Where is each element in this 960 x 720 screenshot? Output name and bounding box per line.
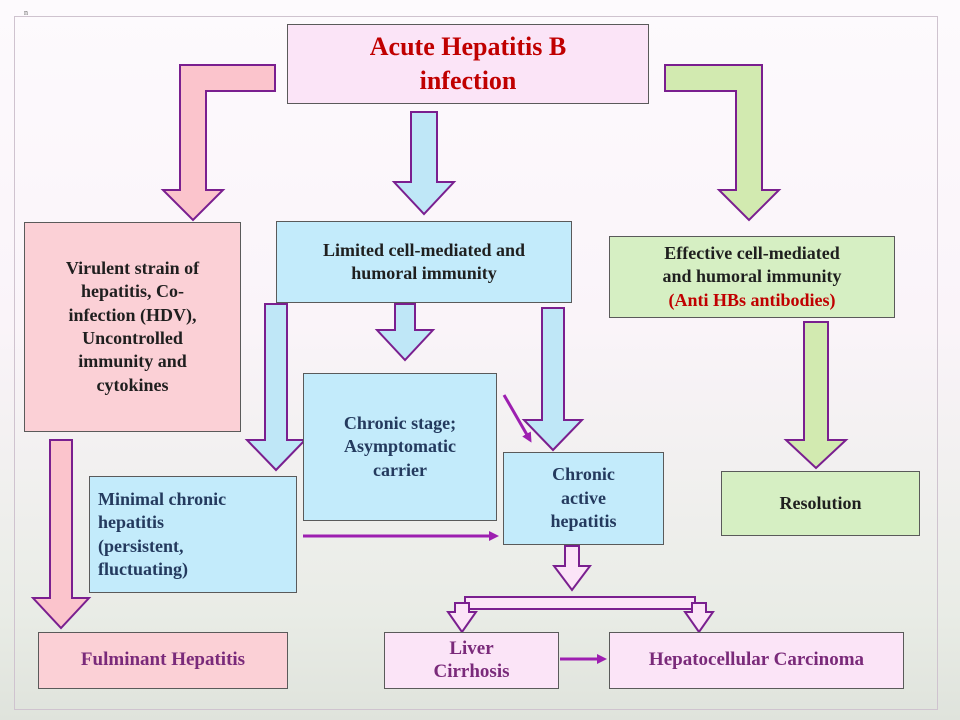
arrow-split-to-cirrhosis [446,602,478,634]
cirrhosis-line-2: Cirrhosis [433,660,510,682]
hcc-label: Hepatocellular Carcinoma [648,649,865,671]
chronic-stage-line-2: Asymptomatic [344,436,456,457]
fulminant-hepatitis-box: Fulminant Hepatitis [38,632,288,689]
title-box: Acute Hepatitis B infection [287,24,649,104]
virulent-line-5: immunity and [78,351,187,372]
arrow-effective-to-resolution [783,321,849,470]
virulent-line-4: Uncontrolled [82,328,183,348]
arrow-title-to-limited [391,111,457,216]
arrow-title-to-virulent [160,64,276,222]
arrow-limited-to-chronic-stage [374,303,436,362]
arrow-limited-to-minimal [244,303,308,472]
virulent-line-1: Virulent strain of [65,257,200,278]
virulent-line-2: hepatitis, Co- [81,281,184,302]
arrow-virulent-to-fulminant [30,439,92,630]
connector-chronic-stage-to-chronic-active [502,394,532,443]
limited-line-1: Limited cell-mediated and [323,239,525,260]
resolution-label: Resolution [779,492,862,513]
effective-line-2: and humoral immunity [662,266,842,287]
virulent-line-6: cytokines [96,374,169,395]
arrow-split-to-hcc [683,602,715,634]
chronic-stage-box: Chronic stage; Asymptomatic carrier [303,373,497,521]
effective-immunity-box: Effective cell-mediated and humoral immu… [609,236,895,318]
resolution-box: Resolution [721,471,920,536]
limited-line-2: humoral immunity [351,263,497,283]
chronic-active-hepatitis-box: Chronic active hepatitis [503,452,664,545]
title-line-1: Acute Hepatitis B [369,32,567,62]
chronic-active-line-3: hepatitis [550,511,617,532]
arrow-limited-to-chronic-active [521,307,585,452]
effective-line-1: Effective cell-mediated [664,242,840,263]
arrow-chronic-active-down [552,545,592,592]
effective-note: (Anti HBs antibodies) [668,289,836,310]
chronic-stage-line-1: Chronic stage; [343,412,457,433]
cirrhosis-line-1: Liver [449,637,494,659]
corner-mark: n [24,8,28,17]
virulent-strain-box: Virulent strain of hepatitis, Co- infect… [24,222,241,432]
minimal-line-2: hepatitis [98,512,165,533]
arrow-title-to-effective [664,64,782,222]
minimal-chronic-hepatitis-box: Minimal chronic hepatitis (persistent, f… [89,476,297,593]
minimal-line-1: Minimal chronic [98,488,227,509]
minimal-line-4: fluctuating) [98,558,188,579]
virulent-line-3: infection (HDV), [68,304,197,325]
chronic-active-line-1: Chronic [552,464,615,485]
minimal-line-3: (persistent, [98,535,184,556]
split-bar [464,596,696,610]
fulminant-label: Fulminant Hepatitis [80,649,246,671]
slide-frame [14,16,938,710]
chronic-stage-line-3: carrier [373,459,427,480]
limited-immunity-box: Limited cell-mediated and humoral immuni… [276,221,572,303]
chronic-active-line-2: active [561,487,606,508]
title-line-2: infection [419,66,517,95]
hepatocellular-carcinoma-box: Hepatocellular Carcinoma [609,632,904,689]
liver-cirrhosis-box: Liver Cirrhosis [384,632,559,689]
